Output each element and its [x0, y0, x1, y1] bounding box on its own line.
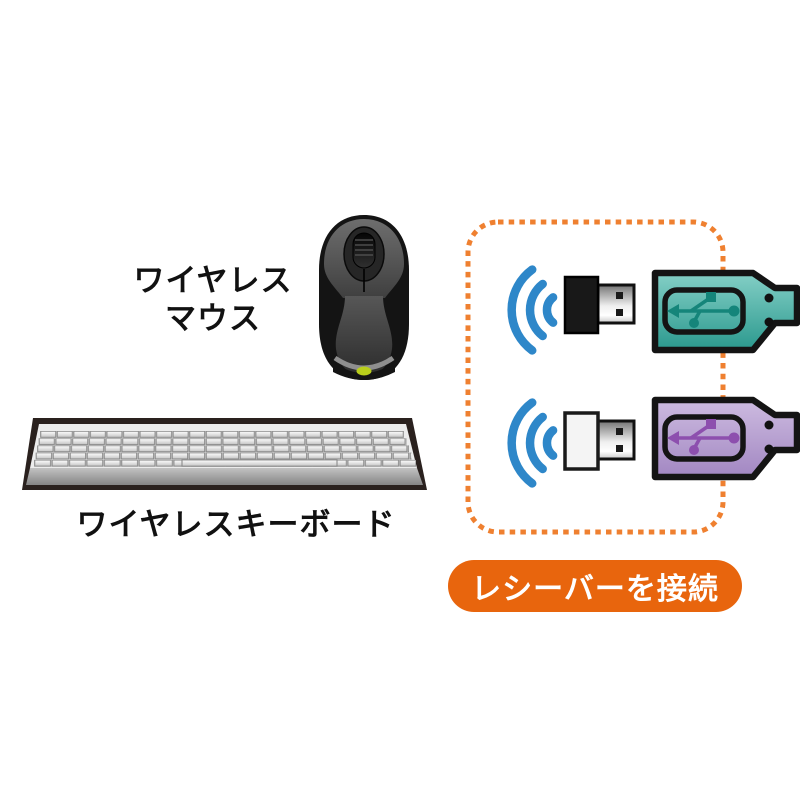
usb-receiver-black-icon — [563, 275, 636, 335]
receiver-contact — [616, 292, 623, 299]
keyboard-key-row — [37, 445, 409, 453]
mouse-bottom-shadow — [333, 362, 395, 380]
wireless-signal-icon — [507, 265, 558, 355]
wireless-mouse-icon — [319, 215, 409, 380]
connect-receiver-badge: レシーバーを接続 — [448, 560, 742, 612]
signal-arcs — [507, 398, 558, 488]
wireless-keyboard-label: ワイヤレスキーボード — [76, 507, 396, 542]
usb-receiver-white-icon — [563, 411, 636, 471]
usb-plug-dot — [764, 444, 774, 454]
usb-plug-purple-icon — [651, 396, 800, 481]
keyboard-key-row — [40, 431, 404, 438]
mouse-led — [356, 366, 372, 376]
mouse-wheel-ridges — [355, 239, 373, 256]
keyboard-key-row — [35, 452, 412, 460]
wireless-mouse-label-line2: マウス — [165, 301, 261, 336]
receiver-contact — [616, 445, 623, 452]
receiver-contact — [616, 309, 623, 316]
receiver-contact — [616, 428, 623, 435]
dashed-border — [465, 219, 726, 535]
keyboard-spacebar — [181, 459, 338, 467]
wireless-keyboard-icon — [22, 418, 427, 490]
usb-trident-symbol — [667, 292, 740, 328]
mouse-palm-panel — [335, 296, 393, 376]
keyboard-key-row — [38, 438, 407, 446]
receiver-plug — [596, 419, 636, 461]
usb-plug-dot — [764, 293, 774, 303]
wireless-signal-icon — [507, 398, 558, 488]
usb-plug-dot — [764, 317, 774, 327]
connect-receiver-badge-label: レシーバーを接続 — [471, 573, 719, 606]
receiver-plug — [596, 283, 636, 325]
usb-trident-symbol — [667, 419, 740, 455]
receiver-highlight-box — [465, 219, 726, 535]
wireless-mouse-label-line1: ワイヤレス — [133, 263, 293, 298]
receiver-body — [563, 275, 600, 335]
keyboard-front-face — [26, 468, 423, 485]
receiver-body — [563, 411, 600, 471]
usb-plug-dot — [764, 420, 774, 430]
usb-plug-teal-icon — [651, 269, 800, 354]
usb-plug-panel — [662, 414, 746, 462]
usb-plug-panel — [662, 287, 746, 335]
signal-arcs — [507, 265, 558, 355]
wireless-mouse-label: ワイヤレス マウス — [103, 262, 323, 338]
